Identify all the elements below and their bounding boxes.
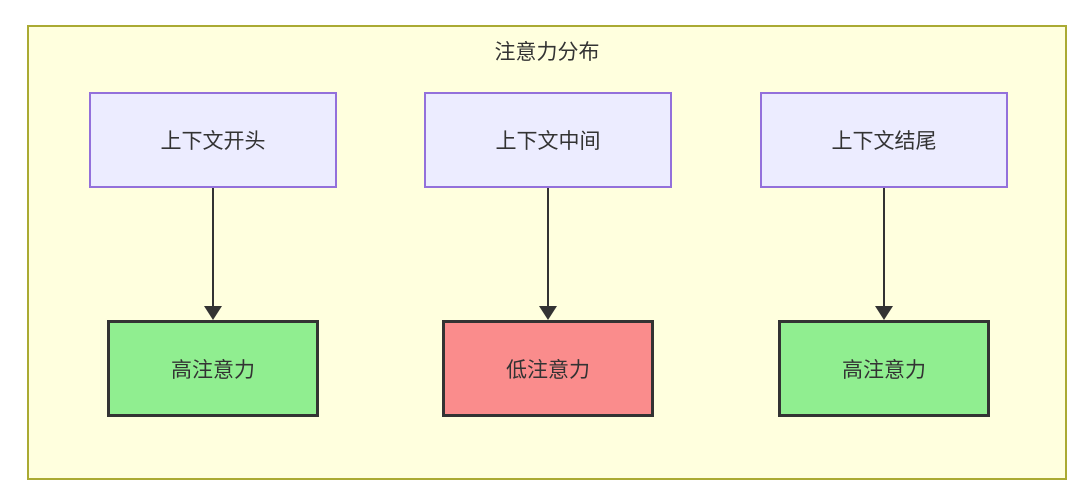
arrow-down <box>874 188 894 320</box>
diagram-title: 注意力分布 <box>494 41 600 64</box>
arrow-head-icon <box>204 306 222 320</box>
source-node-context-middle: 上下文中间 <box>424 92 672 188</box>
source-node-context-end: 上下文结尾 <box>760 92 1008 188</box>
arrow-line <box>212 188 214 307</box>
arrow-head-icon <box>875 306 893 320</box>
arrow-line <box>883 188 885 307</box>
diagram-container: 注意力分布 上下文开头 高注意力 上下文中间 低注意力 上下文结尾 高注意力 <box>27 25 1067 480</box>
column-context-middle: 上下文中间 低注意力 <box>423 92 673 417</box>
source-node-context-beginning: 上下文开头 <box>89 92 337 188</box>
arrow-head-icon <box>539 306 557 320</box>
column-context-beginning: 上下文开头 高注意力 <box>88 92 338 417</box>
result-node-low-attention: 低注意力 <box>442 320 654 417</box>
column-context-end: 上下文结尾 高注意力 <box>759 92 1009 417</box>
arrow-down <box>538 188 558 320</box>
arrow-down <box>203 188 223 320</box>
result-node-high-attention-2: 高注意力 <box>778 320 990 417</box>
result-node-high-attention-1: 高注意力 <box>107 320 319 417</box>
arrow-line <box>547 188 549 307</box>
